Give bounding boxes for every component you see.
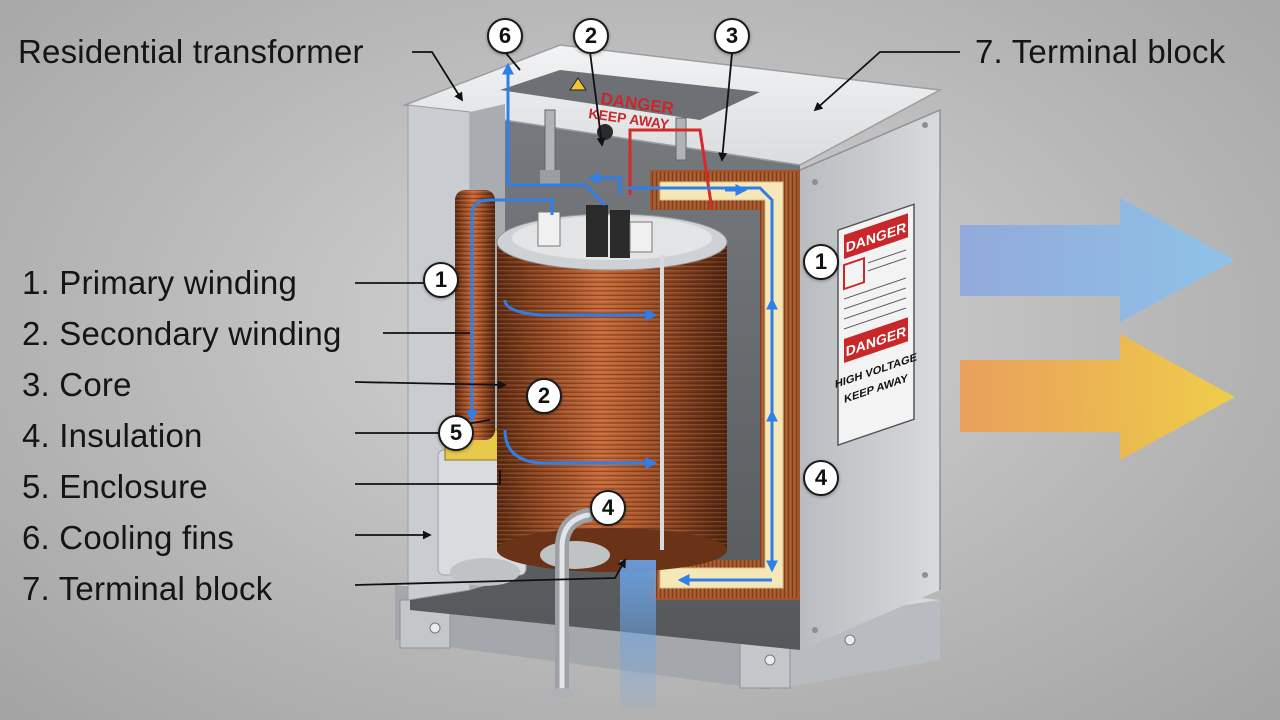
- callout-1-right: 1: [803, 244, 839, 280]
- legend-item-secondary-winding: 2. Secondary winding: [22, 315, 342, 352]
- danger-plate: DANGER DANGER HIGH VOLTAGE KEEP AWAY: [835, 203, 917, 447]
- title-residential-transformer: Residential transformer: [18, 33, 364, 70]
- callout-1-left: 1: [423, 262, 459, 298]
- label-terminal-block-top: 7. Terminal block: [975, 33, 1226, 70]
- legend-item-terminal-block: 7. Terminal block: [22, 570, 273, 607]
- primary-winding-left: [455, 190, 495, 440]
- callout-5-left: 5: [438, 415, 474, 451]
- callout-2-mid: 2: [526, 378, 562, 414]
- enclosure-top: DANGER KEEP AWAY: [402, 44, 943, 166]
- terminal-bushings: [537, 109, 714, 258]
- legend-item-enclosure: 5. Enclosure: [22, 468, 208, 505]
- flow-arrows: [466, 62, 778, 586]
- output-arrows: [960, 198, 1235, 460]
- legend-item-cooling-fins: 6. Cooling fins: [22, 519, 235, 556]
- callout-4-right: 4: [803, 460, 839, 496]
- callout-3-top: 3: [714, 18, 750, 54]
- callout-2-top: 2: [573, 18, 609, 54]
- drain-pipe: [550, 508, 656, 710]
- legend-item-core: 3. Core: [22, 366, 132, 403]
- callout-4-bottom: 4: [590, 490, 626, 526]
- legend-item-primary-winding: 1. Primary winding: [22, 264, 298, 301]
- legend-item-insulation: 4. Insulation: [22, 417, 203, 454]
- leader-lines: [354, 51, 960, 586]
- callout-6-top: 6: [487, 18, 523, 54]
